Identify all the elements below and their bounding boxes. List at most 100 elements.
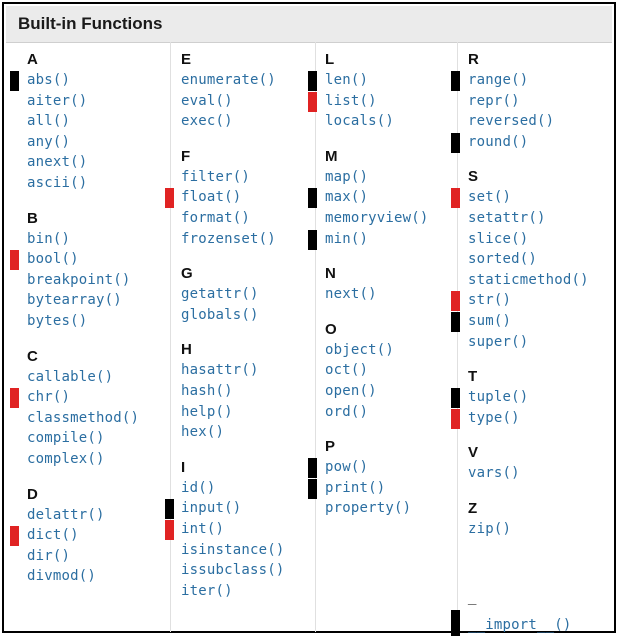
function-link[interactable]: delattr(): [27, 506, 105, 523]
function-link[interactable]: abs(): [27, 72, 71, 88]
red-marker: [308, 91, 317, 112]
function-link[interactable]: globals(): [181, 306, 259, 323]
function-link[interactable]: ascii(): [27, 175, 88, 191]
function-link[interactable]: id(): [181, 479, 216, 496]
function-link[interactable]: memoryview(): [325, 210, 429, 226]
red-marker: [10, 250, 19, 271]
function-link[interactable]: super(): [468, 333, 529, 350]
function-link[interactable]: setattr(): [468, 210, 546, 226]
function-link[interactable]: bin(): [27, 230, 71, 247]
function-link[interactable]: classmethod(): [27, 409, 140, 426]
red-marker: [165, 188, 174, 209]
function-link[interactable]: aiter(): [27, 92, 88, 109]
function-link[interactable]: chr(): [27, 389, 71, 406]
function-link[interactable]: next(): [325, 286, 377, 303]
section-letter: I: [181, 458, 186, 476]
function-link[interactable]: str(): [468, 292, 512, 309]
function-link[interactable]: hash(): [181, 383, 233, 399]
red-marker: [10, 526, 19, 547]
function-link[interactable]: vars(): [468, 465, 520, 482]
function-link[interactable]: property(): [325, 500, 412, 517]
section-letter: B: [27, 209, 38, 227]
function-link[interactable]: all(): [27, 113, 71, 130]
function-link[interactable]: iter(): [181, 582, 233, 599]
function-link[interactable]: round(): [468, 133, 529, 150]
function-link[interactable]: exec(): [181, 113, 233, 130]
function-link[interactable]: sorted(): [468, 251, 538, 268]
function-link[interactable]: enumerate(): [181, 72, 276, 88]
function-link[interactable]: list(): [325, 92, 377, 109]
function-link[interactable]: zip(): [468, 521, 512, 537]
function-link[interactable]: print(): [325, 479, 386, 496]
function-link[interactable]: int(): [181, 521, 225, 537]
function-link[interactable]: bytearray(): [27, 292, 122, 309]
function-link[interactable]: tuple(): [468, 389, 529, 406]
function-link[interactable]: len(): [325, 72, 369, 88]
function-link[interactable]: slice(): [468, 230, 529, 247]
black-marker: [451, 312, 460, 332]
function-link[interactable]: bool(): [27, 251, 79, 268]
section-letter: V: [468, 444, 479, 462]
function-link[interactable]: type(): [468, 409, 520, 426]
function-link[interactable]: issubclass(): [181, 562, 285, 579]
section-letter: _: [468, 590, 477, 607]
section-letter: L: [325, 51, 335, 68]
function-link[interactable]: isinstance(): [181, 541, 285, 558]
function-link[interactable]: help(): [181, 403, 233, 420]
function-link[interactable]: float(): [181, 189, 242, 206]
section-letter: T: [468, 368, 478, 386]
function-link[interactable]: input(): [181, 500, 242, 517]
red-marker: [451, 408, 460, 429]
black-marker: [308, 458, 317, 479]
function-link[interactable]: anext(): [27, 154, 88, 171]
function-link[interactable]: map(): [325, 168, 369, 185]
function-link[interactable]: sum(): [468, 313, 512, 329]
function-link[interactable]: max(): [325, 189, 369, 206]
section-letter: G: [181, 265, 193, 283]
function-link[interactable]: locals(): [325, 113, 395, 130]
function-link[interactable]: getattr(): [181, 286, 259, 303]
black-marker: [451, 388, 460, 409]
function-link[interactable]: callable(): [27, 368, 114, 385]
header-bar: Built-in Functions: [6, 6, 612, 43]
function-link[interactable]: oct(): [325, 362, 369, 379]
function-link[interactable]: any(): [27, 133, 71, 150]
function-link[interactable]: reversed(): [468, 113, 555, 130]
section-letter: D: [27, 485, 38, 503]
red-marker: [451, 291, 460, 312]
function-link[interactable]: hasattr(): [181, 362, 259, 379]
column-divider: [170, 42, 171, 632]
function-link[interactable]: repr(): [468, 92, 520, 109]
black-marker: [10, 71, 19, 91]
function-link[interactable]: range(): [468, 72, 529, 88]
section-letter: F: [181, 147, 191, 165]
function-link[interactable]: hex(): [181, 424, 225, 441]
function-link[interactable]: object(): [325, 341, 395, 358]
function-link[interactable]: filter(): [181, 168, 251, 185]
function-link[interactable]: __import__(): [468, 617, 572, 633]
section-letter: O: [325, 320, 337, 338]
function-link[interactable]: eval(): [181, 92, 233, 109]
function-link[interactable]: format(): [181, 210, 251, 226]
red-marker: [10, 388, 19, 409]
section-letter: E: [181, 51, 192, 68]
function-link[interactable]: pow(): [325, 459, 369, 476]
black-marker: [451, 610, 460, 636]
section-letter: M: [325, 147, 338, 165]
section-letter: N: [325, 265, 336, 283]
function-link[interactable]: complex(): [27, 451, 105, 467]
function-link[interactable]: dict(): [27, 527, 79, 544]
function-link[interactable]: ord(): [325, 403, 369, 420]
function-link[interactable]: divmod(): [27, 568, 97, 585]
function-link[interactable]: open(): [325, 383, 377, 399]
function-link[interactable]: breakpoint(): [27, 271, 131, 288]
black-marker: [451, 71, 460, 91]
function-link[interactable]: bytes(): [27, 313, 88, 329]
function-link[interactable]: staticmethod(): [468, 271, 589, 288]
function-link[interactable]: frozenset(): [181, 230, 276, 247]
function-link[interactable]: set(): [468, 189, 512, 206]
function-link[interactable]: compile(): [27, 430, 105, 447]
page-title: Built-in Functions: [18, 14, 163, 33]
function-link[interactable]: dir(): [27, 547, 71, 564]
function-link[interactable]: min(): [325, 230, 369, 247]
